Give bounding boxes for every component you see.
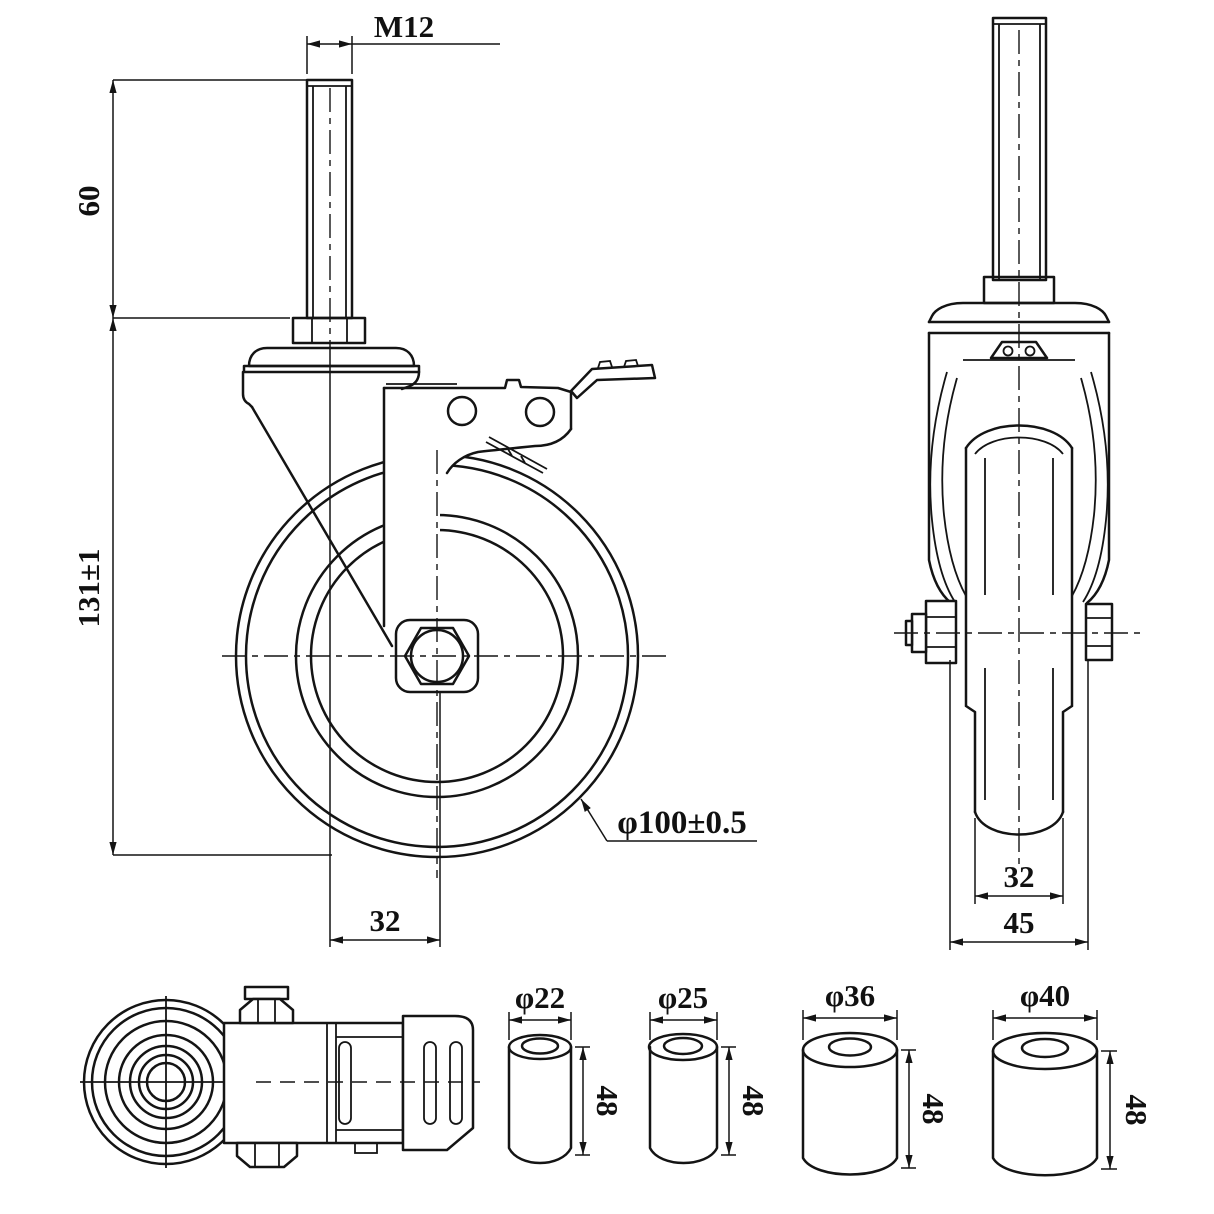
adapter-sleeve-1: φ22 48 (507, 980, 625, 1165)
brake-pedal-front (569, 363, 657, 400)
brake-housing-front (382, 359, 657, 475)
adapter-sleeve-3: φ36 48 (801, 978, 951, 1176)
adapter-sleeve-4: φ40 48 (991, 978, 1154, 1177)
adapter2-dia-label: φ25 (658, 980, 708, 1015)
mount-height-label: 131±1 (71, 548, 106, 627)
adapter2-height-label: 48 (736, 1086, 771, 1117)
wheel-diameter-label: φ100±0.5 (617, 805, 746, 841)
adapter4-dia-label: φ40 (1020, 978, 1070, 1013)
stem-length-label: 60 (71, 186, 106, 217)
tread-width-label: 32 (1004, 859, 1035, 894)
dim-swivel-offset: 32 (330, 692, 441, 947)
dim-wheel-diameter: φ100±0.5 (580, 798, 757, 842)
dim-tread-width: 32 (974, 818, 1064, 904)
top-view (80, 985, 480, 1169)
adapter4-height-label: 48 (1119, 1095, 1154, 1126)
adapter-sleeves: φ22 48 φ25 48 φ36 48 (507, 978, 1154, 1177)
side-view: 32 45 (894, 16, 1146, 950)
brake-spring-front (485, 436, 548, 474)
adapter3-dia-label: φ36 (825, 978, 875, 1013)
adapter3-height-label: 48 (916, 1094, 951, 1125)
stem-nut-top (235, 985, 299, 1169)
body-top (222, 1021, 405, 1154)
adapter1-height-label: 48 (590, 1086, 625, 1117)
swivel-offset-label: 32 (370, 903, 401, 938)
dim-heights: 60 131±1 (71, 79, 332, 856)
axle-side (904, 599, 1114, 665)
dim-thread: M12 (306, 9, 500, 74)
adapter-sleeve-2: φ25 48 (647, 980, 771, 1165)
swivel-collar-front (242, 346, 421, 374)
thread-label: M12 (374, 9, 434, 44)
adapter1-dia-label: φ22 (515, 980, 565, 1015)
stem-front (291, 78, 367, 345)
overall-width-label: 45 (1004, 905, 1035, 940)
pedal-top (401, 1014, 475, 1152)
fork-front (241, 370, 421, 648)
dim-overall-width: 45 (949, 660, 1089, 950)
front-view: M12 60 131±1 φ100±0.5 32 (71, 9, 757, 947)
